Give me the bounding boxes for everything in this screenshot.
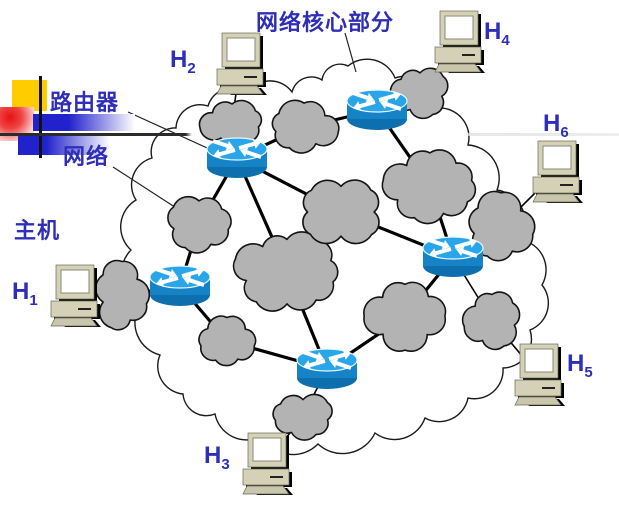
- router-arrow-icon: [181, 267, 204, 278]
- host-system-unit: [50, 300, 98, 318]
- router-arrow-icon: [212, 139, 234, 151]
- network-cloud: [468, 190, 536, 262]
- router-arrow-icon: [328, 350, 351, 361]
- router-arrow-icon: [240, 147, 262, 159]
- host-system-unit: [242, 468, 290, 486]
- router-arrow-icon: [156, 276, 179, 287]
- network-cloud: [198, 315, 257, 367]
- host-pedestal: [50, 317, 98, 327]
- router-arrow-icon: [155, 267, 177, 279]
- host-screen: [444, 15, 474, 40]
- host-pedestal: [434, 63, 482, 73]
- router-arrow-icon: [303, 359, 326, 370]
- caption-pointer-line: [344, 32, 357, 73]
- router-arrow-icon: [428, 238, 450, 250]
- host-screen: [252, 437, 282, 462]
- network-cloud: [461, 291, 521, 351]
- host-system-unit: [216, 68, 264, 86]
- router-arrow-icon: [429, 247, 452, 258]
- network-cloud: [167, 195, 232, 254]
- network-cloud: [381, 149, 477, 225]
- router-arrow-icon: [352, 91, 374, 103]
- caption-pointer-line: [127, 111, 217, 153]
- router-arrow-icon: [238, 139, 261, 150]
- caption-pointer-line: [112, 166, 185, 214]
- host-pedestal: [532, 193, 580, 203]
- network-cloud: [232, 231, 339, 312]
- router-arrow-icon: [353, 100, 376, 111]
- router-arrow-icon: [183, 275, 205, 287]
- router-arrow-icon: [330, 358, 352, 370]
- router-arrow-icon: [213, 148, 236, 159]
- host-system-unit: [532, 176, 580, 194]
- host-pedestal: [216, 85, 264, 95]
- network-cloud: [272, 393, 333, 441]
- host-screen: [542, 145, 572, 170]
- host-system-unit: [514, 379, 562, 397]
- router-arrow-icon: [302, 350, 324, 362]
- network-cloud: [302, 179, 380, 245]
- router-arrow-icon: [456, 246, 478, 258]
- router-arrow-icon: [378, 91, 401, 102]
- router-arrow-icon: [454, 238, 477, 249]
- host-screen: [524, 348, 554, 373]
- host-pedestal: [514, 396, 562, 406]
- router-arrow-icon: [380, 99, 402, 111]
- network-cloud: [94, 259, 151, 331]
- network-cloud: [271, 99, 340, 154]
- network-cloud: [363, 281, 447, 353]
- host-screen: [226, 37, 256, 62]
- host-pedestal: [242, 485, 290, 495]
- host-screen: [60, 269, 90, 294]
- host-system-unit: [434, 46, 482, 64]
